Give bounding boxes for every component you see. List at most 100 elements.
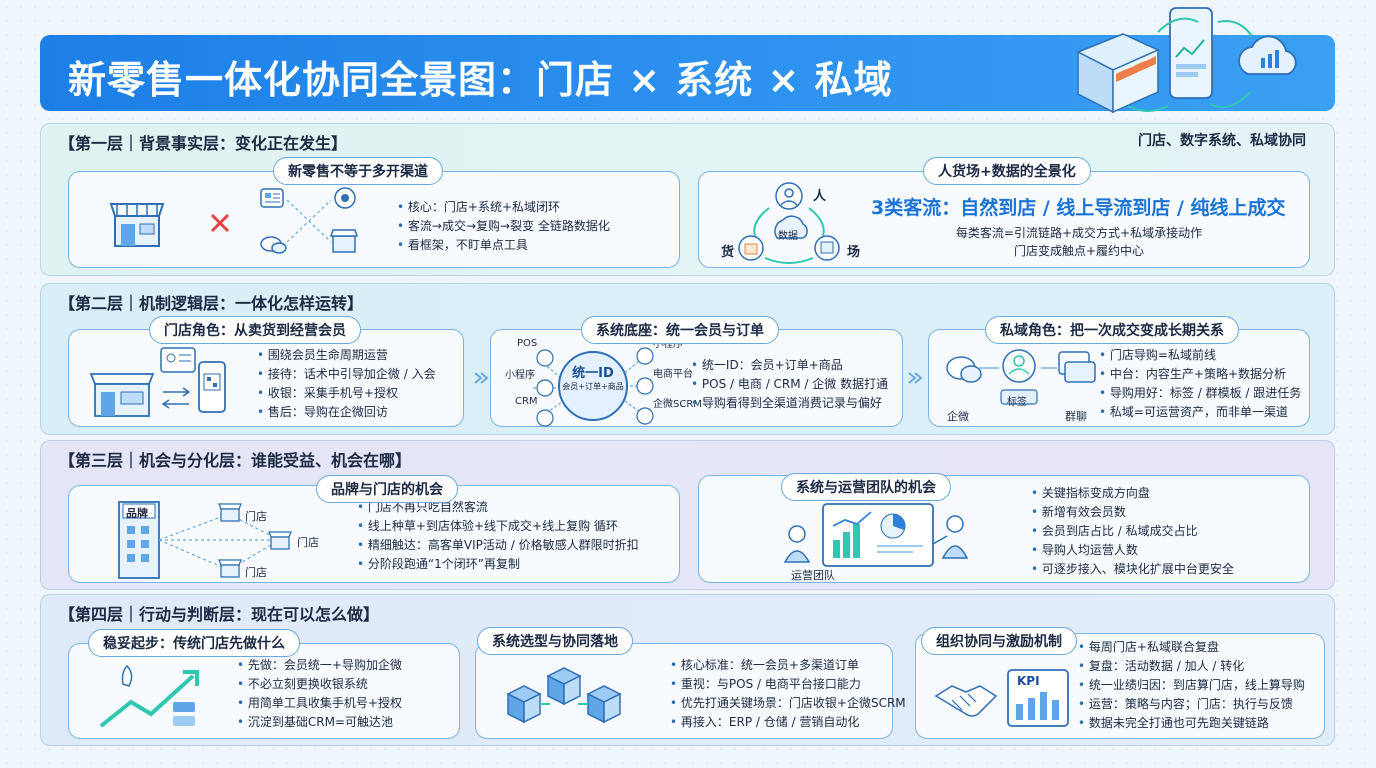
private-role-bullet: 私域=可运营资产，而非单一渠道 [1099,403,1301,422]
channel-bullets: 核心：门店+系统+私域闭环 客流→成交→复购→裂变 全链路数据化 看框架，不盯单… [397,198,610,255]
org-bullet: 数据未完全打通也可先跑关键链路 [1078,714,1305,733]
start-bullet: 不必立刻更换收银系统 [237,675,402,694]
start-bullet: 先做：会员统一+导购加企微 [237,656,402,675]
private-role-card: 企微 标签 群聊 门店导购=私域前线 中台：内容生产+策略+数据分析 导购用好：… [928,329,1310,427]
people-goods-place-cycle-icon [738,182,840,264]
brand-store-bullet: 精细触达：高客单VIP活动 / 价格敏感人群限时折扣 [357,536,639,555]
group-chat-label: 群聊 [1065,410,1087,423]
layer-3-title: 【第三层｜机会与分化层：谁能受益、机会在哪】 [59,451,412,470]
org-bullet: 每周门店+私域联合复盘 [1078,638,1305,657]
store-role-bullet: 售后：导购在企微回访 [257,403,436,422]
private-role-bullet: 门店导购=私域前线 [1099,346,1301,365]
selection-bullets: 核心标准：统一会员+多渠道订单 重视：与POS / 电商平台接口能力 优先打通关… [670,656,906,732]
store-checkout-icon [89,347,226,417]
panorama-pill: 人货场+数据的全景化 [923,157,1091,185]
system-base-bullet: 导购看得到全渠道消费记录与偏好 [691,394,888,413]
selection-bullet: 核心标准：统一会员+多渠道订单 [670,656,906,675]
cross-icon [210,213,230,233]
start-card: 先做：会员统一+导购加企微 不必立刻更换收银系统 用简单工具收集手机号+授权 沉… [68,643,460,739]
store-icon [109,203,165,247]
system-base-card: POS 小程序 小程序 电商平台 CRM 企微SCRM 统一ID 会员+订单+商… [490,329,903,427]
layer-1-note: 门店、数字系统、私域协同 [1138,133,1306,149]
layer-1: 【第一层｜背景事实层：变化正在发生】 门店、数字系统、私域协同 核心：门店+系统… [40,123,1335,276]
layer-2-title: 【第二层｜机制逻辑层：一体化怎样运转】 [59,294,364,313]
brand-store-bullets: 门店不再只吃自然客流 线上种草+到店体验+线下成交+线上复购 循环 精细触达：高… [357,498,639,574]
goods-label: 货 [721,245,735,260]
system-base-bullets: 统一ID：会员+订单+商品 POS / 电商 / CRM / 企微 数据打通 导… [691,356,888,413]
start-pill: 稳妥起步：传统门店先做什么 [88,629,300,657]
store-role-bullets: 围绕会员生命周期运营 接待：话术中引导加企微 / 入会 收银：采集手机号+授权 … [257,346,436,422]
org-bullet: 运营：策略与内容；门店：执行与反馈 [1078,695,1305,714]
brand-store-bullet: 门店不再只吃自然客流 [357,498,639,517]
ops-team-bullet: 导购人均运营人数 [1031,541,1234,560]
node-ecommerce: 电商平台 [653,369,693,380]
store-label-3: 门店 [245,566,267,579]
private-role-bullets: 门店导购=私域前线 中台：内容生产+策略+数据分析 导购用好：标签 / 群模板 … [1099,346,1301,422]
multi-channel-icon [260,187,359,254]
store-role-card: 围绕会员生命周期运营 接待：话术中引导加企微 / 入会 收银：采集手机号+授权 … [68,329,464,427]
traffic-line-2: 门店变成触点+履约中心 [1013,244,1145,258]
start-bullet: 用简单工具收集手机号+授权 [237,694,402,713]
private-role-pill: 私域角色：把一次成交变成长期关系 [985,316,1239,344]
brand-store-bullet: 分阶段跑通“1个闭环”再复制 [357,555,639,574]
ops-team-label: 运营团队 [791,569,835,582]
selection-bullet: 优先打通关键场景：门店收银+企微SCRM [670,694,906,713]
traffic-line-1: 每类客流=引流链路+成交方式+私域承接动作 [955,226,1203,240]
arrow-right-icon [474,372,489,384]
page-title: 新零售一体化协同全景图：门店 × 系统 × 私域 [68,58,893,102]
start-bullets: 先做：会员统一+导购加企微 不必立刻更换收银系统 用简单工具收集手机号+授权 沉… [237,656,402,732]
store-role-bullet: 收银：采集手机号+授权 [257,384,436,403]
org-pill: 组织协同与激励机制 [921,627,1077,655]
start-bullet: 沉淀到基础CRM=可触达池 [237,713,402,732]
system-base-bullet: POS / 电商 / CRM / 企微 数据打通 [691,375,888,394]
panorama-card: 人 货 场 数据 3类客流：自然到店 / 线上导流到店 / 纯线上成交 每类客流… [698,171,1310,268]
wecom-tag-group-icon [946,349,1096,405]
hub-title: 统一ID [572,366,614,381]
ops-team-bullet: 可逐步接入、模块化扩展中台更安全 [1031,560,1234,579]
ops-team-bullet: 会员到店占比 / 私域成交占比 [1031,522,1234,541]
channel-pill: 新零售不等于多开渠道 [273,157,443,185]
store-label-2: 门店 [297,536,319,549]
people-label: 人 [813,189,827,204]
tag-label: 标签 [1007,397,1027,408]
growth-rocket-icon [99,664,199,728]
place-label: 场 [847,245,861,260]
layer-4-title: 【第四层｜行动与判断层：现在可以怎么做】 [59,605,380,624]
layer-3: 【第三层｜机会与分化层：谁能受益、机会在哪】 品牌 门店 门店 门店 门店不再只… [40,440,1335,590]
org-bullet: 统一业绩归因：到店算门店，线上算导购 [1078,676,1305,695]
kpi-label: KPI [1017,674,1040,688]
ops-team-bullet: 关键指标变成方向盘 [1031,484,1234,503]
brand-store-bullet: 线上种草+到店体验+线下成交+线上复购 循环 [357,517,639,536]
wecom-label: 企微 [947,410,969,423]
channel-card: 核心：门店+系统+私域闭环 客流→成交→复购→裂变 全链路数据化 看框架，不盯单… [68,171,680,268]
node-pos: POS [517,338,538,349]
selection-pill: 系统选型与协同落地 [477,627,633,655]
layer-4: 【第四层｜行动与判断层：现在可以怎么做】 先做：会员统一+导购加企微 不必立刻更… [40,594,1335,746]
handshake-kpi-icon [934,669,1069,727]
brand-store-network-icon [118,501,292,579]
org-bullets: 每周门店+私域联合复盘 复盘：活动数据 / 加人 / 转化 统一业绩归因：到店算… [1078,638,1305,733]
private-role-bullet: 导购用好：标签 / 群模板 / 跟进任务 [1099,384,1301,403]
store-label-1: 门店 [245,510,267,523]
modular-blocks-icon [506,667,622,724]
selection-card: 核心标准：统一会员+多渠道订单 重视：与POS / 电商平台接口能力 优先打通关… [475,643,906,739]
ops-team-bullets: 关键指标变成方向盘 新增有效会员数 会员到店占比 / 私域成交占比 导购人均运营… [1031,484,1234,579]
arrow-right-icon [908,372,923,384]
dashboard-team-icon [783,503,969,567]
node-miniapp-left: 小程序 [505,370,535,381]
channel-bullet: 看框架，不盯单点工具 [397,236,610,255]
hero-illustration-icon [1076,7,1297,114]
system-base-pill: 系统底座：统一会员与订单 [581,316,779,344]
brand-store-pill: 品牌与门店的机会 [316,475,458,503]
org-card: KPI 每周门店+私域联合复盘 复盘：活动数据 / 加人 / 转化 统一业绩归因… [915,633,1325,739]
ops-team-pill: 系统与运营团队的机会 [781,473,951,501]
unified-id-hub-icon [533,347,654,427]
channel-bullet: 客流→成交→复购→裂变 全链路数据化 [397,217,610,236]
channel-bullet: 核心：门店+系统+私域闭环 [397,198,610,217]
store-role-bullet: 接待：话术中引导加企微 / 入会 [257,365,436,384]
node-crm: CRM [515,396,538,407]
hub-subtitle: 会员+订单+商品 [562,382,624,391]
system-base-bullet: 统一ID：会员+订单+商品 [691,356,888,375]
layer-2: 【第二层｜机制逻辑层：一体化怎样运转】 围绕会员生命周期运营 接待：话术中引导加… [40,283,1335,435]
store-role-pill: 门店角色：从卖货到经营会员 [149,316,361,344]
